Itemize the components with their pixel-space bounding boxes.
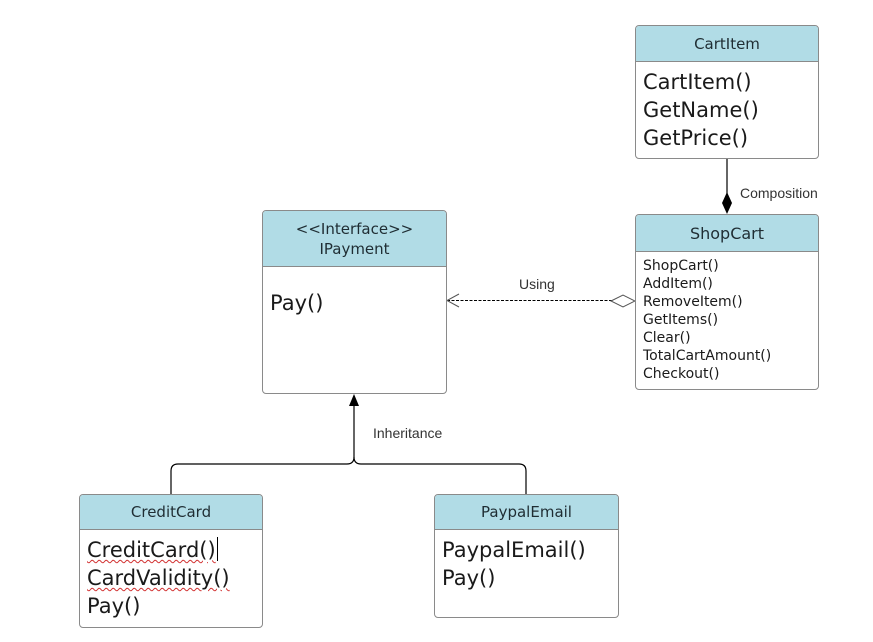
class-title: PaypalEmail: [481, 503, 572, 521]
class-title: ShopCart: [689, 223, 765, 243]
method: TotalCartAmount(): [643, 348, 772, 364]
using-aggregation-diamond: [609, 294, 637, 308]
text-cursor: [216, 537, 218, 561]
class-methods: CartItem() GetName() GetPrice(): [636, 62, 818, 157]
inheritance-branch-paypal: [353, 456, 527, 495]
using-arrowhead: [445, 293, 460, 308]
inheritance-label: Inheritance: [373, 425, 443, 441]
method: GetPrice(): [643, 126, 749, 150]
class-title: CreditCard: [130, 503, 212, 521]
method: CreditCard(): [87, 536, 255, 564]
method: GetItems(): [643, 312, 719, 328]
class-methods: PaypalEmail() Pay(): [435, 530, 618, 597]
class-creditcard[interactable]: CreditCard CreditCard() CardValidity() P…: [79, 494, 263, 628]
using-label: Using: [519, 276, 555, 292]
method-name: CreditCard(): [87, 538, 216, 562]
class-header: CreditCard: [80, 495, 262, 530]
method: GetName(): [643, 98, 759, 122]
inheritance-arrowhead: [349, 394, 359, 406]
interface-stereotype: <<Interface>>: [295, 219, 414, 238]
class-methods: Pay(): [263, 267, 446, 322]
method: AddItem(): [643, 276, 713, 292]
class-paypalemail[interactable]: PaypalEmail PaypalEmail() Pay(): [434, 494, 619, 618]
method: Checkout(): [643, 366, 720, 382]
class-methods: CreditCard() CardValidity() Pay(): [80, 530, 262, 625]
method: Pay(): [442, 566, 496, 590]
class-header: PaypalEmail: [435, 495, 618, 530]
class-title: IPayment: [319, 239, 390, 258]
method: PaypalEmail(): [442, 538, 586, 562]
method: CardValidity(): [87, 564, 255, 592]
class-header: <<Interface>> IPayment: [263, 211, 446, 267]
class-shopcart[interactable]: ShopCart ShopCart() AddItem() RemoveItem…: [635, 214, 819, 390]
composition-diamond: [722, 192, 732, 214]
method-name: CardValidity(): [87, 566, 230, 590]
inheritance-branch-creditcard: [170, 405, 355, 495]
class-ipayment[interactable]: <<Interface>> IPayment Pay(): [262, 210, 447, 394]
method: Clear(): [643, 330, 691, 346]
composition-label: Composition: [740, 185, 818, 201]
method: RemoveItem(): [643, 294, 743, 310]
class-title: CartItem: [694, 34, 760, 53]
class-cartitem[interactable]: CartItem CartItem() GetName() GetPrice(): [635, 25, 819, 159]
class-methods: ShopCart() AddItem() RemoveItem() GetIte…: [636, 252, 818, 388]
method: Pay(): [270, 291, 324, 315]
class-header: ShopCart: [636, 215, 818, 252]
class-header: CartItem: [636, 26, 818, 62]
method: ShopCart(): [643, 258, 719, 274]
method: CartItem(): [643, 70, 752, 94]
method: Pay(): [87, 594, 141, 618]
